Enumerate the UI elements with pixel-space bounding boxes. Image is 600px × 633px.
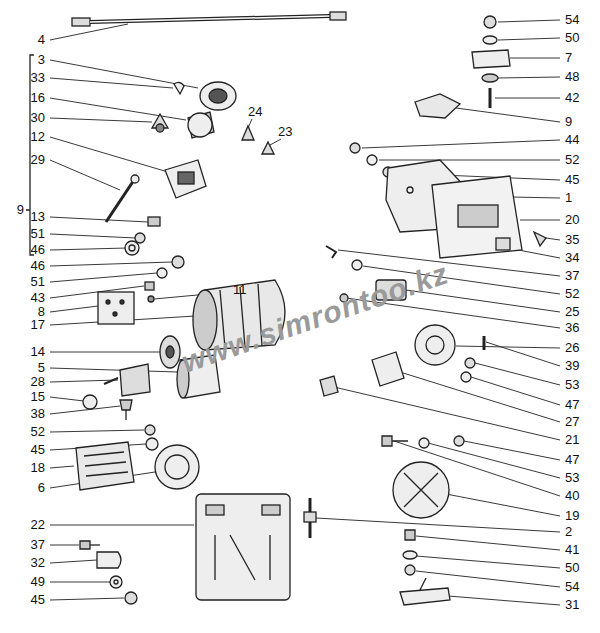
callout-number: 38: [31, 407, 45, 421]
callout-number: 8: [38, 305, 45, 319]
callout-number: 22: [31, 518, 45, 532]
callout-number: 18: [31, 461, 45, 475]
callout-number: 15: [31, 390, 45, 404]
callout-number: 50: [565, 31, 579, 45]
callout-number: 5: [38, 361, 45, 375]
callout-number: 23: [278, 125, 292, 139]
leader-lines: [50, 20, 560, 605]
callout-number: 53: [565, 471, 579, 485]
callout-number: 45: [31, 593, 45, 607]
callout-number: 25: [565, 305, 579, 319]
callout-number: 46: [31, 243, 45, 257]
callout-number: 49: [31, 575, 45, 589]
callout-number: 19: [565, 509, 579, 523]
callout-number: 39: [565, 359, 579, 373]
callout-number: 45: [565, 173, 579, 187]
callout-number: 37: [565, 269, 579, 283]
callout-number: 28: [31, 375, 45, 389]
callout-number: 17: [31, 318, 45, 332]
callout-number: 48: [565, 70, 579, 84]
callout-number: 6: [38, 481, 45, 495]
callout-number: 16: [31, 91, 45, 105]
callout-number: 20: [565, 213, 579, 227]
callout-number: 36: [565, 321, 579, 335]
callout-number: 3: [38, 53, 45, 67]
callout-number: 13: [31, 210, 45, 224]
callout-number: 54: [565, 13, 579, 27]
callout-number: 4: [38, 33, 45, 47]
callout-number: 52: [31, 425, 45, 439]
callout-number: 27: [565, 415, 579, 429]
callout-number: 21: [565, 433, 579, 447]
callout-number: 26: [565, 341, 579, 355]
callout-number: 29: [31, 153, 45, 167]
callout-number: 50: [565, 561, 579, 575]
callout-number: 14: [31, 345, 45, 359]
callout-number: 9: [17, 203, 24, 217]
part-shapes: [72, 12, 546, 605]
callout-number: 33: [31, 71, 45, 85]
callout-number: 42: [565, 91, 579, 105]
callout-number: 24: [248, 105, 262, 119]
callout-number: 46: [31, 259, 45, 273]
callout-number: 54: [565, 580, 579, 594]
callout-number: 31: [565, 598, 579, 612]
callout-number: 52: [565, 153, 579, 167]
callout-number: 37: [31, 538, 45, 552]
callout-number: 51: [31, 275, 45, 289]
callout-number: 51: [31, 227, 45, 241]
callout-number: 1: [565, 191, 572, 205]
callout-number: 44: [565, 133, 579, 147]
callout-number: 9: [565, 115, 572, 129]
callout-number: 34: [565, 251, 579, 265]
callout-number: 7: [565, 51, 572, 65]
callout-number: 12: [31, 130, 45, 144]
callout-number: 47: [565, 398, 579, 412]
callout-number: 47: [565, 453, 579, 467]
callout-number: 11: [233, 283, 247, 297]
callout-number: 32: [31, 556, 45, 570]
callout-number: 2: [565, 525, 572, 539]
callout-number: 53: [565, 378, 579, 392]
callout-number: 45: [31, 443, 45, 457]
callout-number: 35: [565, 233, 579, 247]
callout-number: 30: [31, 111, 45, 125]
callout-number: 52: [565, 287, 579, 301]
callout-number: 40: [565, 489, 579, 503]
callout-number: 43: [31, 291, 45, 305]
callout-number: 41: [565, 543, 579, 557]
